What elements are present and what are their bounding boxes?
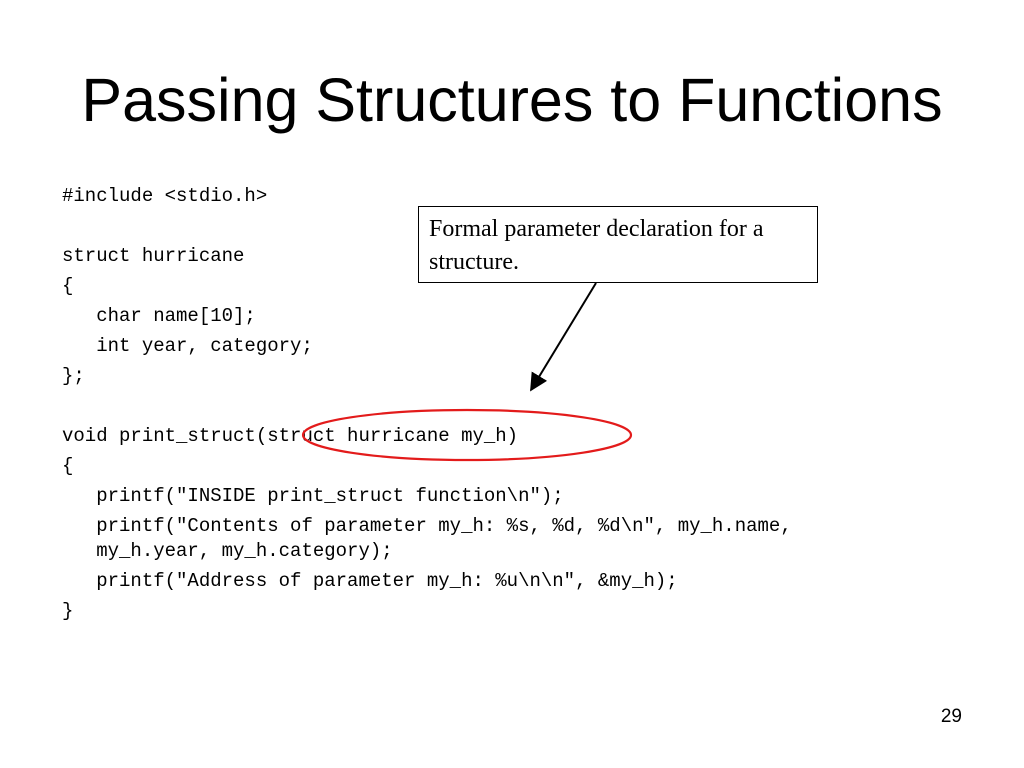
code-line-name-field: char name[10];	[62, 305, 256, 327]
code-line-printf-contents: printf("Contents of parameter my_h: %s, …	[62, 515, 792, 537]
code-line-open-brace: {	[62, 275, 74, 297]
code-line-year-field: int year, category;	[62, 335, 313, 357]
code-line-function-open-brace: {	[62, 455, 74, 477]
code-line-struct-decl: struct hurricane	[62, 245, 245, 267]
callout-arrow	[530, 282, 597, 392]
code-line-printf-contents-cont: my_h.year, my_h.category);	[62, 540, 393, 562]
callout-text: Formal parameter declaration for a struc…	[429, 216, 764, 275]
code-line-function-close-brace: }	[62, 600, 74, 622]
slide-number: 29	[940, 706, 962, 727]
code-line-close-struct: };	[62, 365, 85, 387]
code-line-include: #include <stdio.h>	[62, 185, 268, 207]
code-line-printf-inside: printf("INSIDE print_struct function\n")…	[62, 485, 564, 507]
code-line-function-signature: void print_struct(struct hurricane my_h)	[62, 425, 519, 447]
slide-title: Passing Structures to Functions	[81, 66, 943, 134]
code-line-printf-address: printf("Address of parameter my_h: %u\n\…	[62, 570, 678, 592]
callout-box: Formal parameter declaration for a struc…	[418, 206, 818, 283]
